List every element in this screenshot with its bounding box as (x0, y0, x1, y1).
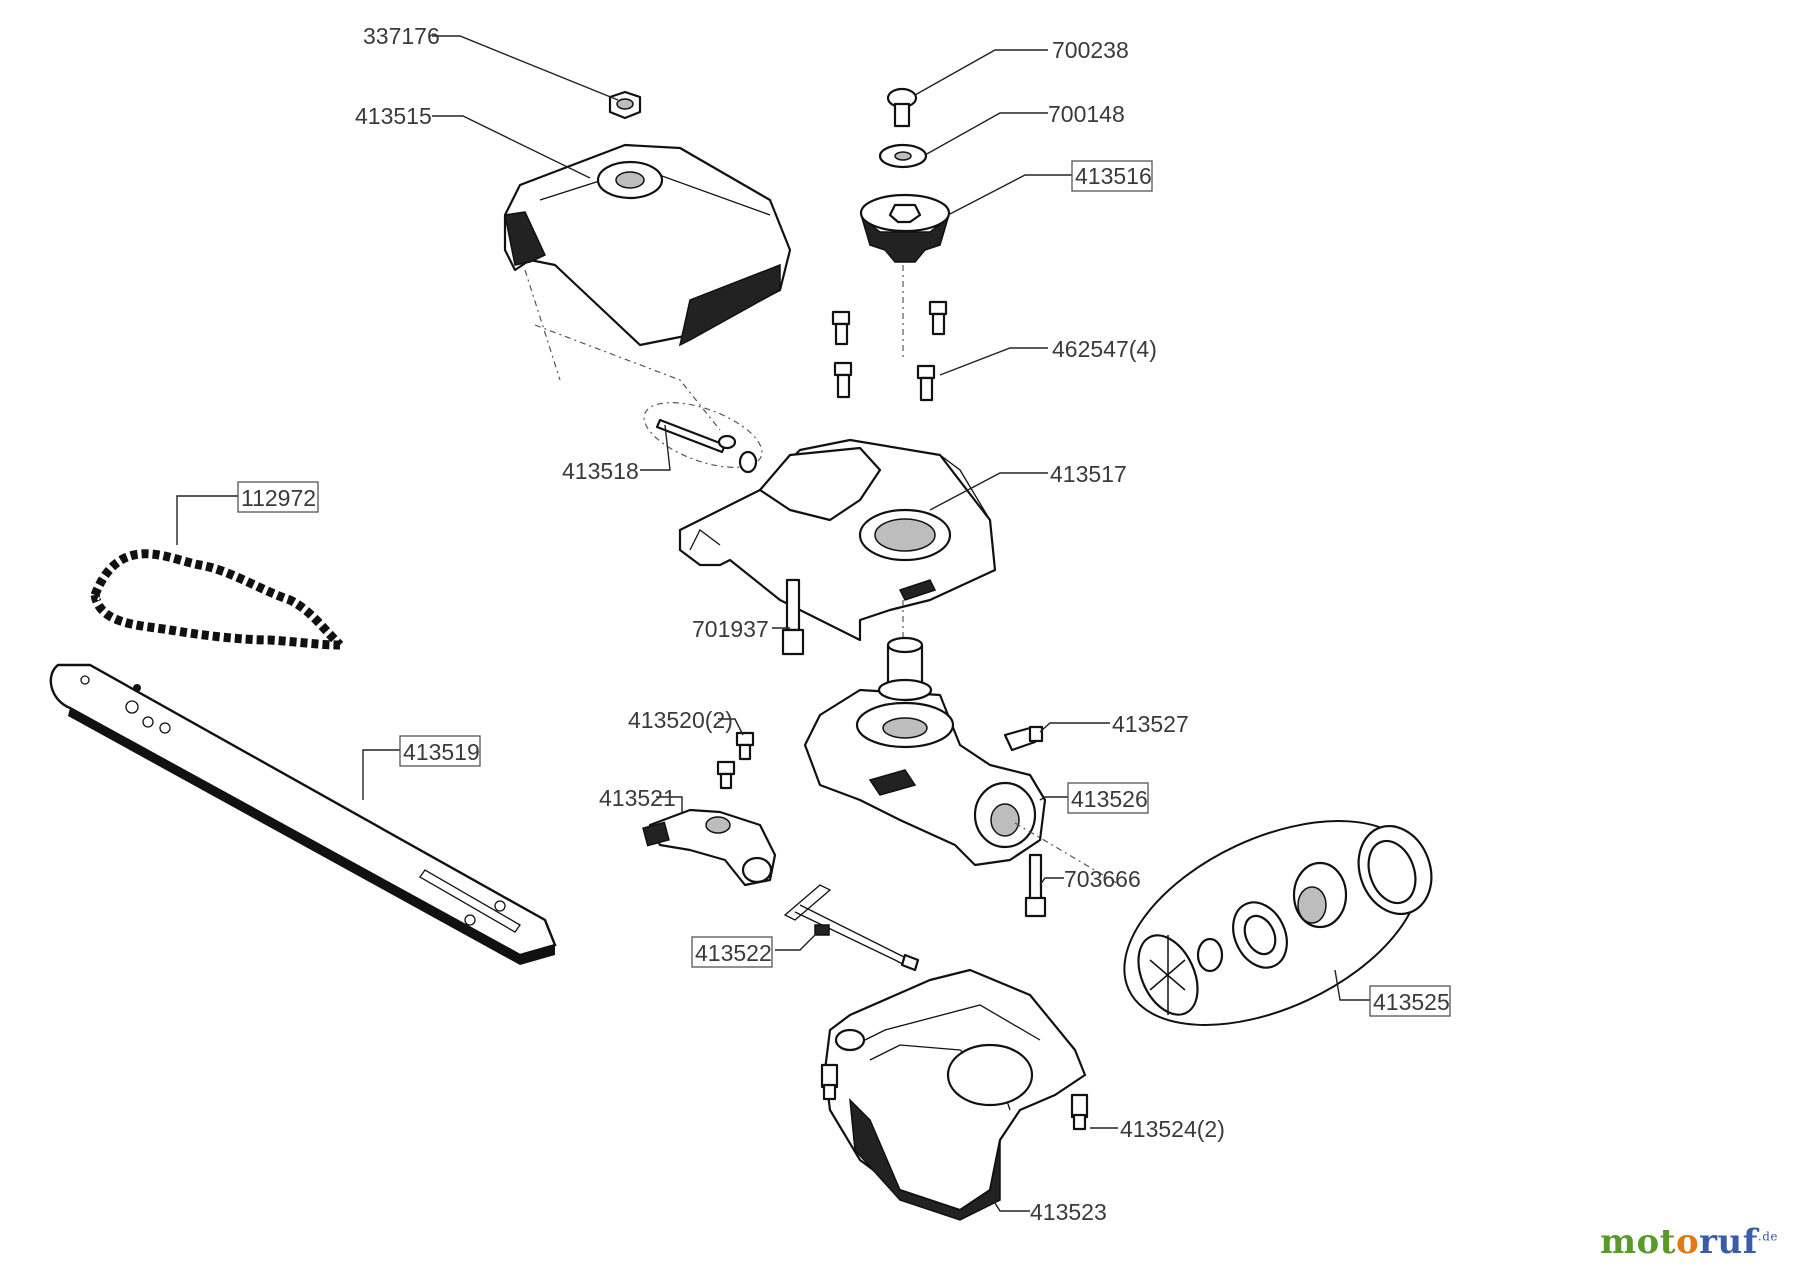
bottom-cover-part (823, 968, 1087, 1221)
label-413516: 413516 (1075, 163, 1152, 189)
brand-part-3: ruf (1699, 1222, 1758, 1262)
brand-suffix: .de (1757, 1229, 1778, 1244)
top-cover-part (503, 143, 792, 431)
oil-pump-part (642, 808, 777, 887)
label-413517: 413517 (1050, 461, 1127, 487)
label-413521: 413521 (599, 785, 676, 811)
brand-part-2: o (1675, 1222, 1700, 1262)
label-337176: 337176 (363, 23, 440, 49)
label-413519: 413519 (403, 739, 480, 765)
label-boxes (237, 160, 1451, 1017)
saw-chain-part (90, 549, 344, 650)
label-413526: 413526 (1071, 786, 1148, 812)
screw-washer-sprocket (859, 87, 951, 360)
label-413527: 413527 (1112, 711, 1189, 737)
bolts-413524 (820, 1063, 1089, 1131)
main-plate-part (678, 438, 997, 660)
label-700238: 700238 (1052, 37, 1129, 63)
label-413520: 413520(2) (628, 707, 733, 733)
leader-lines (176, 35, 1370, 1212)
label-413523: 413523 (1030, 1199, 1107, 1225)
gear-housing-part (803, 636, 1121, 886)
label-413524: 413524(2) (1120, 1116, 1225, 1142)
fitting-413527 (1003, 725, 1044, 752)
bolts-462547 (831, 300, 948, 402)
label-413525: 413525 (1373, 989, 1450, 1015)
bracket-413522 (783, 884, 920, 972)
brand-logo: motoruf.de (1600, 1222, 1778, 1262)
bolt-703666 (1024, 853, 1047, 918)
label-413518: 413518 (562, 458, 639, 484)
label-701937: 701937 (692, 616, 769, 642)
guide-bar-part (49, 663, 557, 965)
label-112972: 112972 (241, 485, 316, 511)
bearing-kit-part (1123, 820, 1433, 1026)
label-413515: 413515 (355, 103, 432, 129)
label-413522: 413522 (695, 940, 772, 966)
bolt-701937 (781, 578, 805, 656)
bolts-413520 (716, 731, 755, 790)
label-703666: 703666 (1064, 866, 1141, 892)
pin-part (643, 402, 763, 474)
part-labels: 337176 413515 700238 700148 413516 46254… (241, 23, 1450, 1225)
brand-part-1: mot (1600, 1222, 1676, 1262)
nut-part (608, 90, 642, 120)
label-462547: 462547(4) (1052, 336, 1157, 362)
label-700148: 700148 (1048, 101, 1125, 127)
